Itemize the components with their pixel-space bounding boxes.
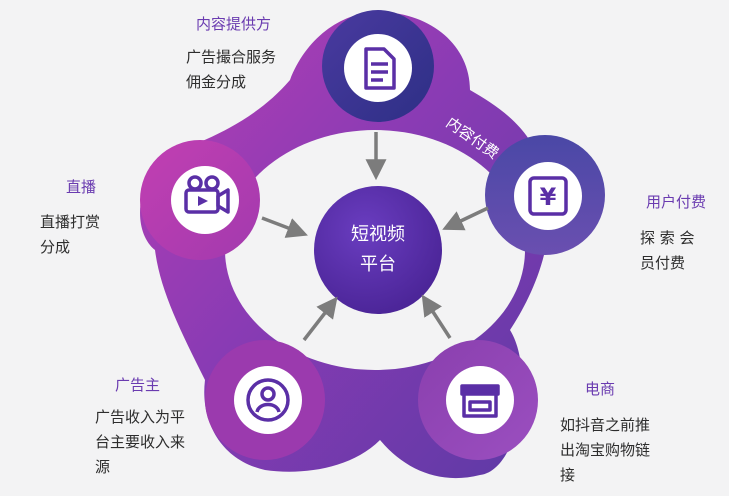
- ecommerce-desc: 如抖音之前推 出淘宝购物链 接: [560, 413, 650, 488]
- live-desc: 直播打赏 分成: [40, 210, 100, 260]
- advertiser-desc: 广告收入为平 台主要收入来 源: [95, 405, 185, 480]
- yen-icon: ¥: [528, 176, 568, 216]
- content-provider-desc-1: 广告撮合服务: [186, 48, 277, 66]
- user-pay-title: 用户付费: [646, 193, 707, 211]
- live-desc-1: 直播打赏: [40, 213, 101, 231]
- ecommerce-title: 电商: [585, 380, 616, 398]
- arrow-bottom-right: [421, 294, 452, 339]
- center-line-2: 平台: [360, 254, 396, 275]
- icon-disk-ecommerce: [446, 366, 514, 434]
- user-pay-desc-1: 探 索 会: [640, 229, 695, 247]
- center-label: 短视频 平台: [328, 220, 428, 280]
- svg-text:¥: ¥: [540, 183, 557, 211]
- live-title: 直播: [66, 178, 97, 196]
- document-icon: [364, 47, 396, 90]
- content-provider-desc-2: 佣金分成: [186, 73, 247, 91]
- ecommerce-desc-3: 接: [560, 466, 576, 484]
- user-pay-desc-2: 员付费: [640, 254, 686, 272]
- advertiser-title: 广告主: [115, 376, 161, 394]
- user-icon: [246, 378, 290, 422]
- ecommerce-desc-2: 出淘宝购物链: [560, 441, 651, 459]
- user-pay-desc: 探 索 会 员付费: [640, 226, 695, 276]
- advertiser-desc-2: 台主要收入来: [95, 433, 186, 451]
- video-camera-icon: [184, 175, 230, 214]
- arrow-right: [442, 206, 489, 231]
- arrow-bottom-left: [302, 296, 338, 342]
- arrow-left: [261, 216, 308, 238]
- ecommerce-desc-1: 如抖音之前推: [560, 416, 651, 434]
- advertiser-desc-1: 广告收入为平: [95, 408, 186, 426]
- store-icon: [460, 384, 500, 418]
- live-desc-2: 分成: [40, 238, 71, 256]
- center-circle: [314, 186, 442, 314]
- content-provider-desc: 广告撮合服务 佣金分成: [186, 45, 276, 95]
- advertiser-desc-3: 源: [95, 458, 111, 476]
- content-provider-title: 内容提供方: [196, 15, 272, 33]
- icon-disk-content: [344, 34, 412, 102]
- center-line-1: 短视频: [351, 224, 405, 245]
